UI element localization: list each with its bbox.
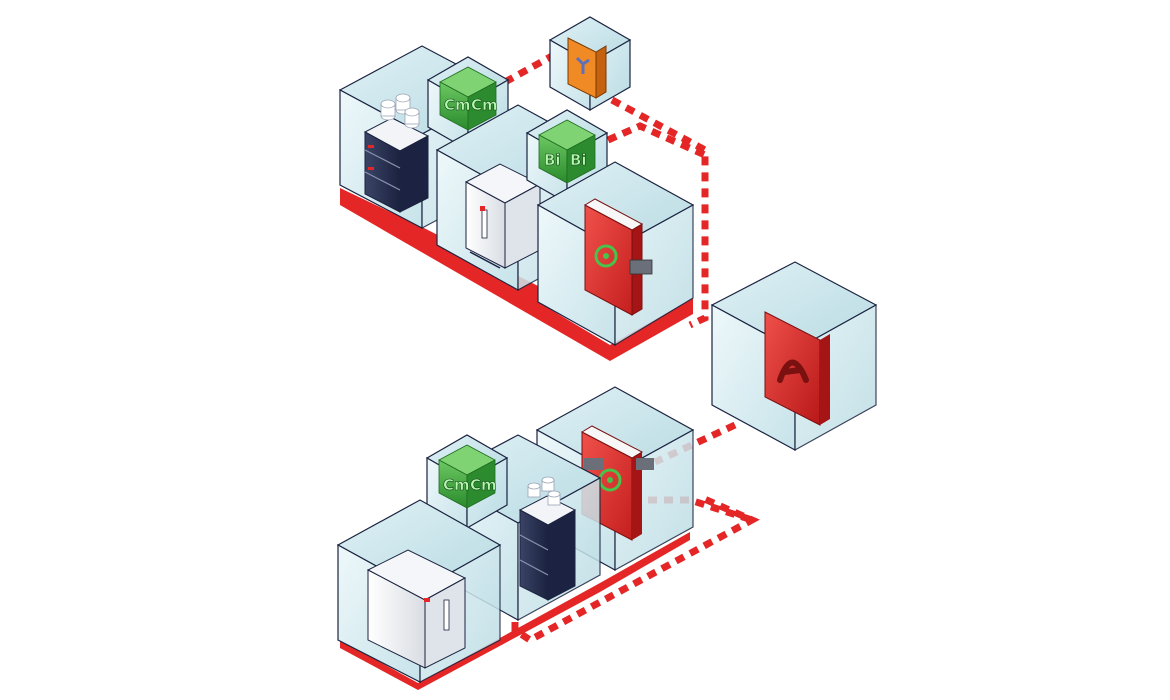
orange-notebook-box <box>548 16 632 112</box>
mass-spec-instrument-icon <box>464 163 542 269</box>
cube-label-left: Cm <box>444 96 471 114</box>
upper-box-notebook <box>536 161 695 347</box>
upper-group-base <box>340 188 693 361</box>
hplc-instrument-icon <box>363 93 430 213</box>
cube-label-left: Bi <box>544 151 561 169</box>
orange-notebook-icon <box>567 37 607 99</box>
cube-label-left: Cm <box>443 476 470 494</box>
connector-lower-loop-2 <box>600 496 754 524</box>
lower-box-mass-spec <box>336 499 502 683</box>
connector-cube-to-notebook <box>503 52 554 86</box>
cloud-platform-icon <box>764 311 830 426</box>
cube-label-right: Cm <box>470 476 497 494</box>
cube-label-right: Cm <box>471 96 498 114</box>
mass-spec-instrument-icon <box>366 549 467 669</box>
cloud-box <box>710 261 878 452</box>
cube-label-right: Bi <box>570 151 587 169</box>
connector-notebook-to-cloud-upper <box>610 96 709 329</box>
hplc-instrument-icon <box>518 476 577 601</box>
connector-bi-cube-upper <box>606 122 707 159</box>
electronic-lab-notebook-icon <box>583 198 653 316</box>
